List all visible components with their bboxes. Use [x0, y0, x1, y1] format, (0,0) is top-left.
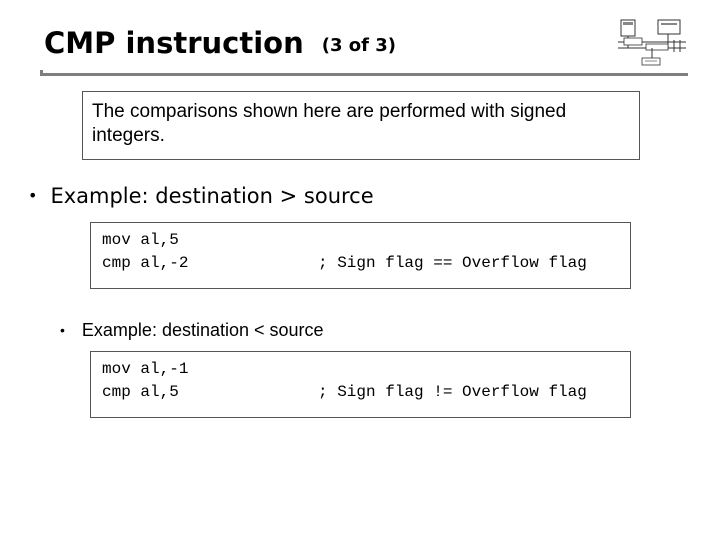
example-2-bullet: • Example: destination < source [60, 320, 324, 341]
bullet-marker: • [28, 186, 38, 205]
code-line: cmp al,5 [102, 383, 179, 401]
example-1-label: Example: destination > source [50, 184, 374, 208]
page-title: CMP instruction (3 of 3) [44, 26, 396, 60]
code-line: mov al,-1 [102, 360, 189, 378]
title-subtitle: (3 of 3) [321, 35, 396, 56]
example-2-label: Example: destination < source [81, 320, 324, 340]
title-main: CMP instruction [44, 26, 304, 60]
code-line: mov al,5 [102, 231, 179, 249]
bullet-marker: • [60, 322, 65, 338]
signed-integer-note: The comparisons shown here are performed… [82, 91, 640, 160]
example-1-bullet: • Example: destination > source [28, 184, 374, 208]
example-1-code-block: mov al,5 cmp al,-2 ; Sign flag == Overfl… [90, 222, 631, 289]
computer-architecture-diagram-icon [618, 19, 686, 66]
code-comment: ; Sign flag != Overflow flag [318, 383, 587, 401]
note-text: The comparisons shown here are performed… [92, 101, 567, 146]
code-line: cmp al,-2 [102, 254, 189, 272]
title-underline [40, 73, 688, 76]
code-comment: ; Sign flag == Overflow flag [318, 254, 587, 272]
example-2-code-block: mov al,-1 cmp al,5 ; Sign flag != Overfl… [90, 351, 631, 418]
